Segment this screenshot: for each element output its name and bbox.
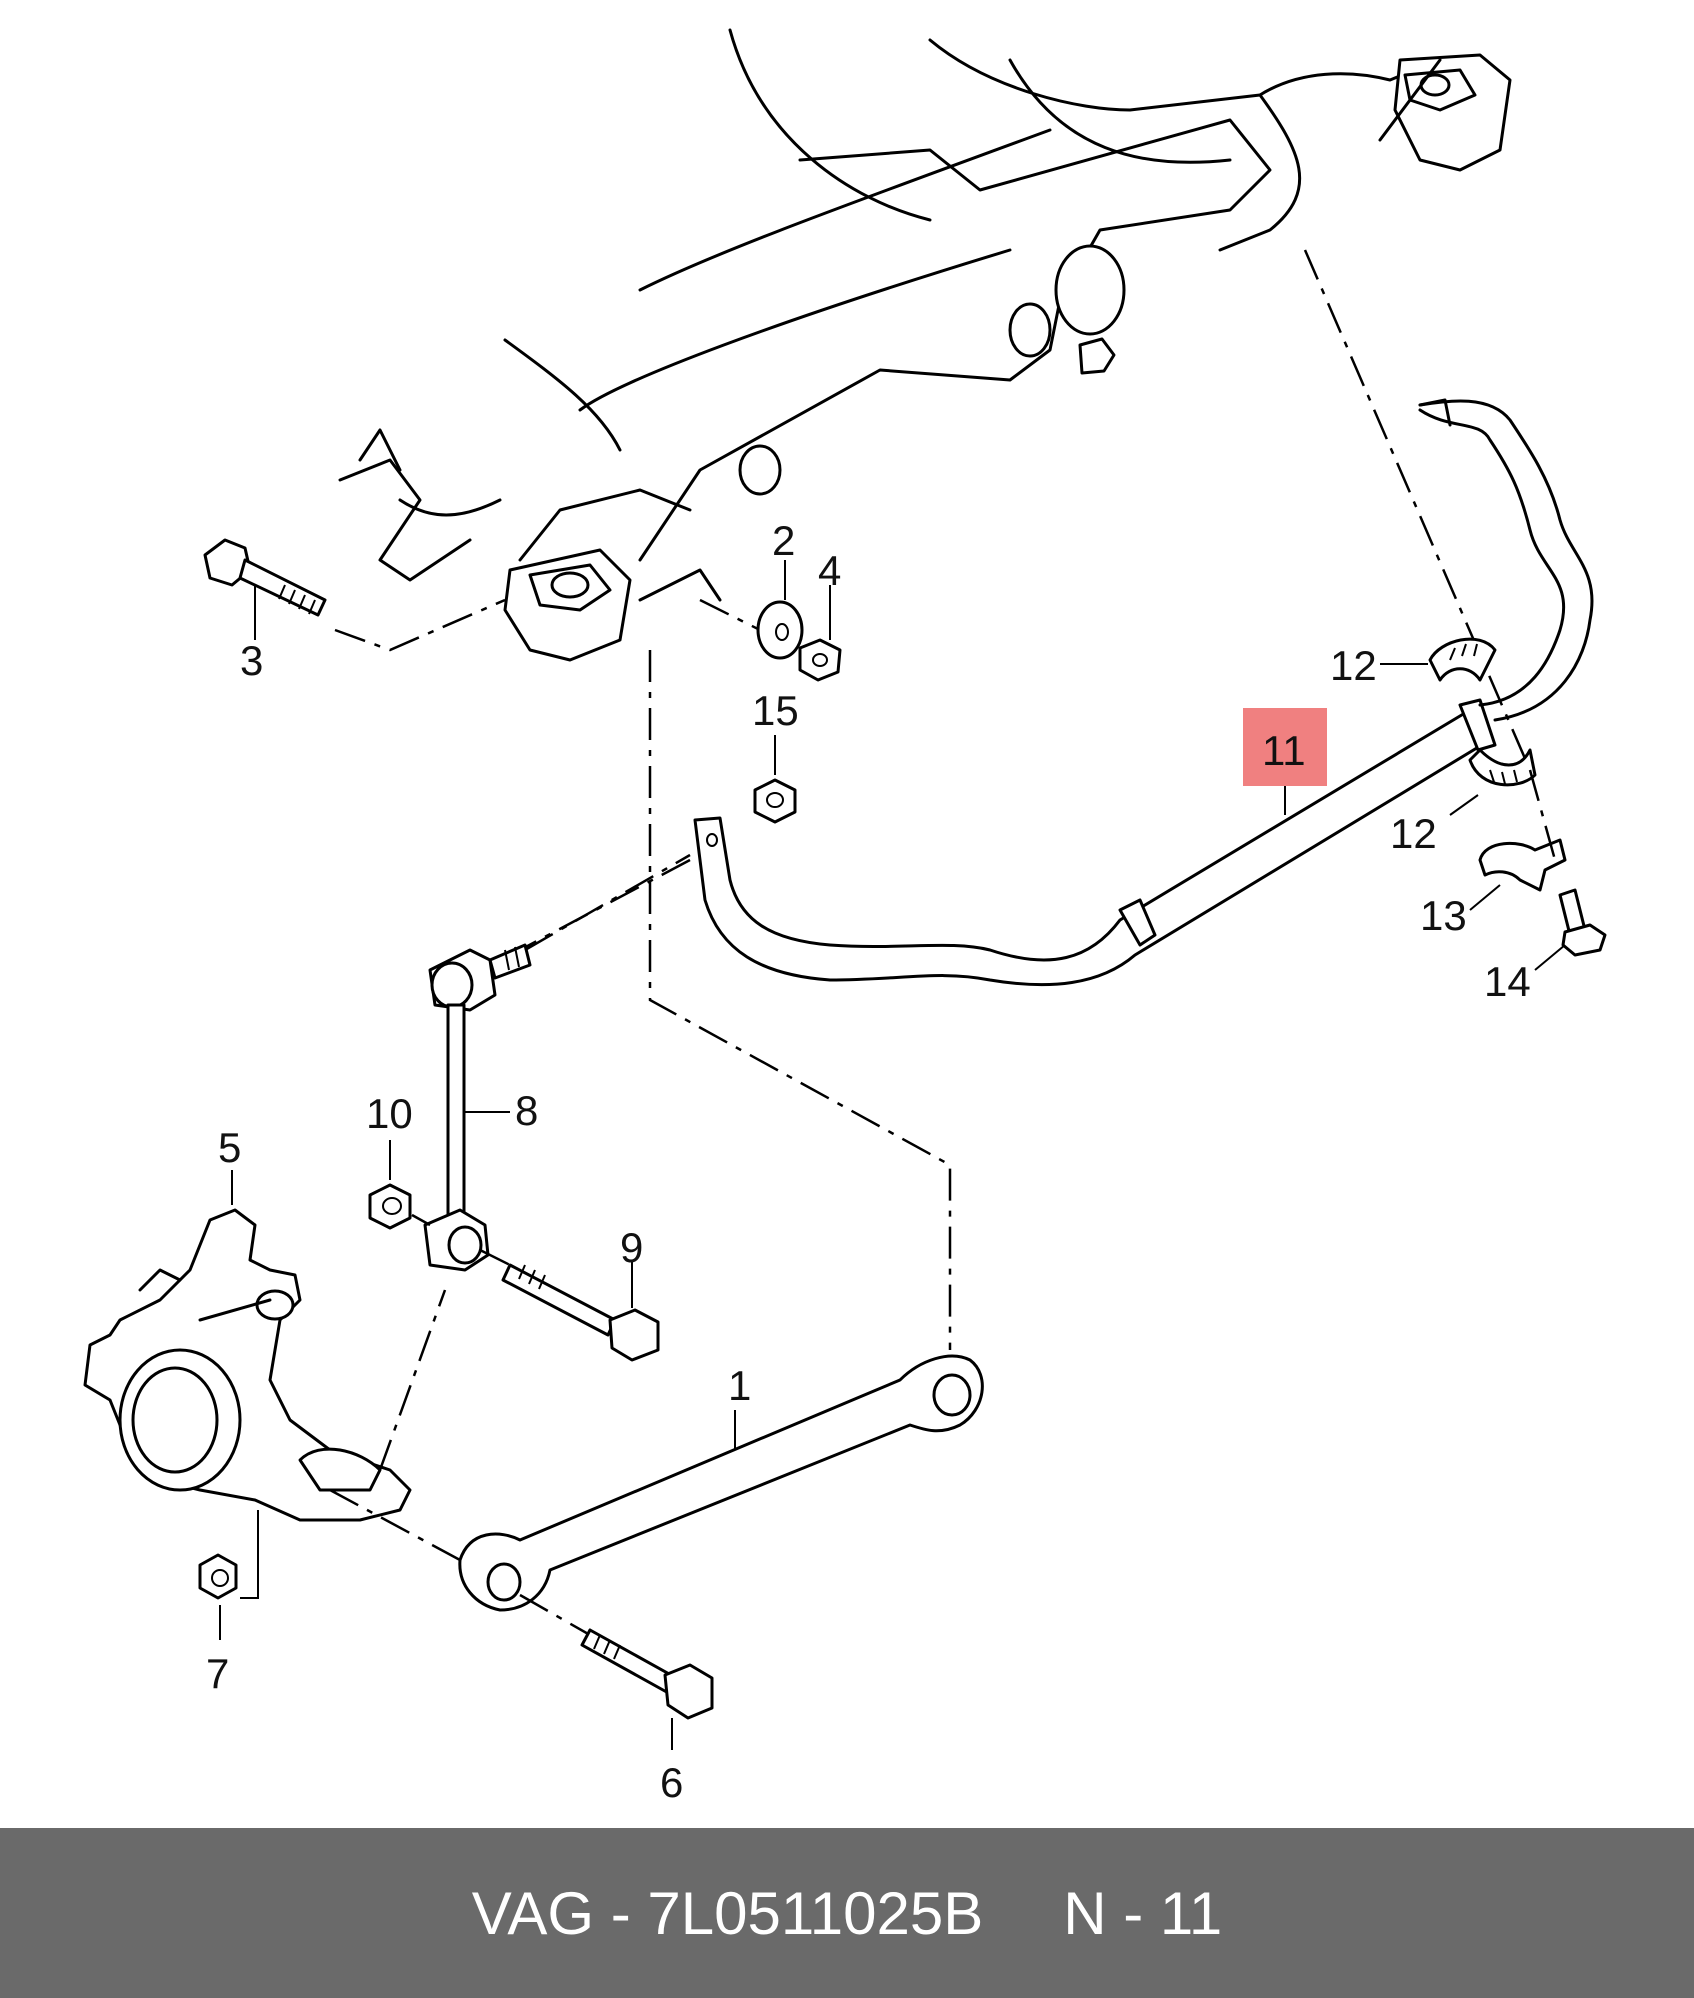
guide-line-left — [648, 650, 952, 1350]
part-11-callout — [1243, 708, 1327, 815]
label-part-9: 9 — [620, 1224, 643, 1271]
label-part-10: 10 — [366, 1090, 413, 1137]
part-10-nut — [368, 1140, 431, 1230]
label-part-13: 13 — [1420, 892, 1467, 939]
part-9-bolt — [479, 1248, 660, 1362]
label-part-5: 5 — [218, 1124, 241, 1171]
part-12-bushing-lower — [1449, 748, 1537, 816]
part-2-washer — [699, 560, 804, 660]
part-15-nut — [753, 735, 797, 824]
label-part-2: 2 — [772, 517, 795, 564]
label-part-14: 14 — [1484, 958, 1531, 1005]
label-part-7: 7 — [206, 1650, 229, 1697]
highlight-box — [1243, 708, 1327, 786]
footer-position: N - 11 — [1063, 1879, 1223, 1947]
part-14-bolt — [1534, 888, 1607, 971]
label-part-4: 4 — [818, 547, 841, 594]
part-5-knuckle — [83, 1170, 412, 1522]
guide-line-right — [1303, 249, 1532, 771]
part-12-bushing-upper — [1380, 637, 1497, 682]
label-part-11: 11 — [1262, 727, 1306, 774]
footer-part-number: VAG - 7L0511025B — [471, 1879, 984, 1947]
part-1-control-arm — [329, 1354, 984, 1612]
part-7-nut — [198, 1289, 447, 1640]
label-part-3: 3 — [240, 637, 263, 684]
parts-diagram: 1 2 3 4 5 6 7 8 9 10 11 12 12 13 14 15 — [83, 28, 1607, 1806]
label-part-12-upper: 12 — [1330, 642, 1377, 689]
part-8-link — [423, 853, 691, 1272]
label-part-8: 8 — [515, 1087, 538, 1134]
part-13-bracket — [1469, 769, 1567, 911]
label-part-12-lower: 12 — [1390, 810, 1437, 857]
label-part-1: 1 — [728, 1362, 751, 1409]
label-part-6: 6 — [660, 1759, 683, 1806]
part-6-bolt — [519, 1593, 714, 1750]
part-3-bolt — [203, 538, 506, 652]
subframe — [338, 28, 1512, 662]
label-part-15: 15 — [752, 687, 799, 734]
footer-bar: VAG - 7L0511025B N - 11 — [0, 1828, 1694, 1998]
part-11-stabilizer-bar — [519, 398, 1594, 987]
part-4-nut — [798, 585, 842, 682]
